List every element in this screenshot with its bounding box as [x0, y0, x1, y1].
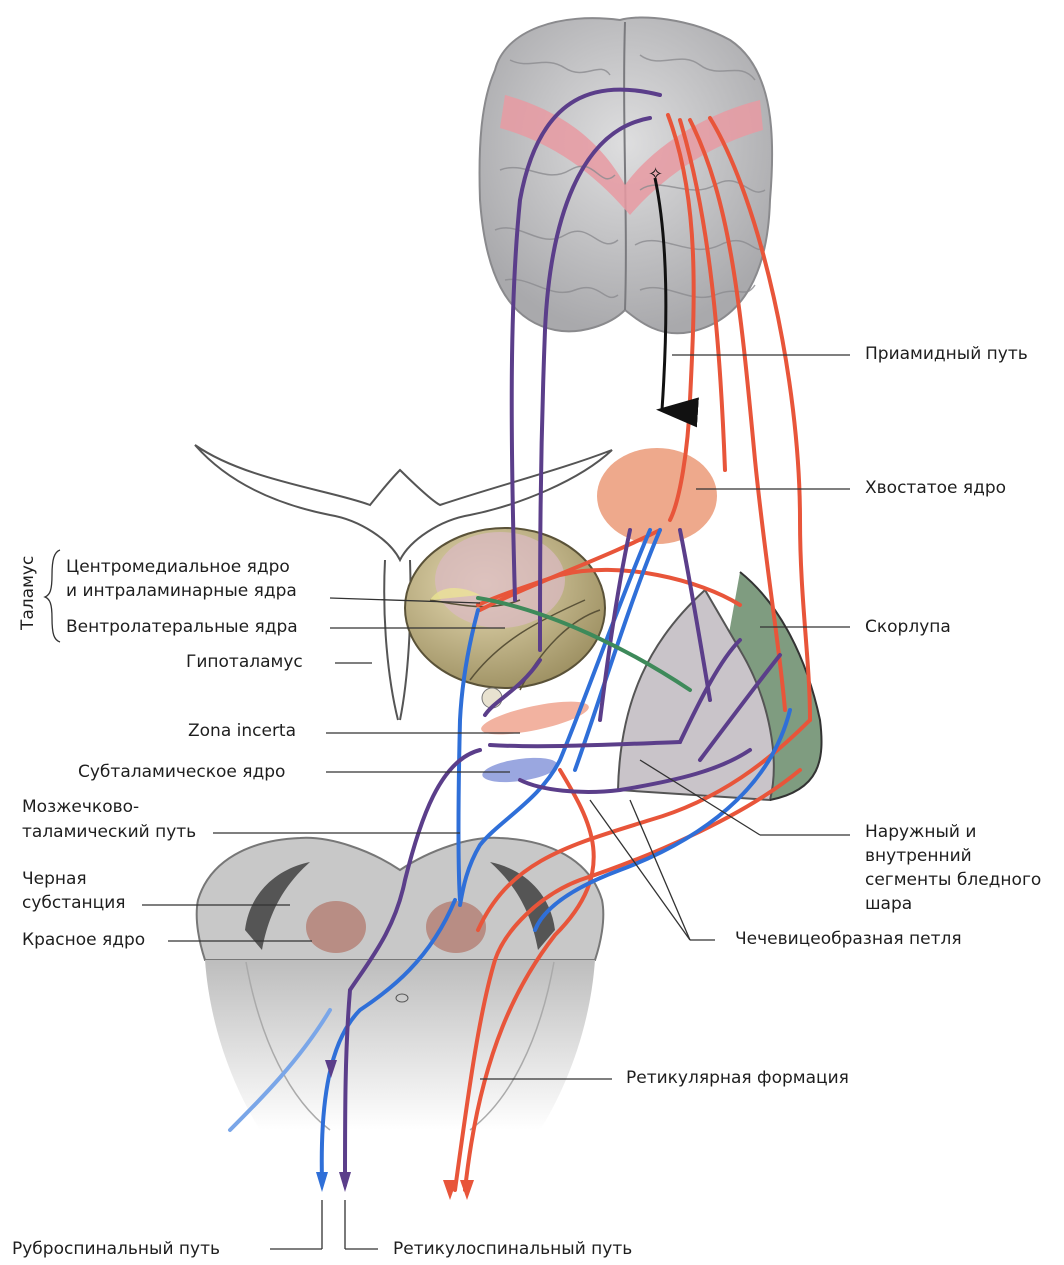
label-globus-pallidus-3: сегменты бледного: [865, 869, 1041, 891]
label-globus-pallidus-2: внутренний: [865, 845, 972, 867]
label-cerebellothalamic-1: Мозжечково-: [22, 796, 139, 818]
label-cerebellothalamic-2: таламический путь: [22, 821, 196, 843]
label-putamen: Скорлупа: [865, 616, 951, 638]
label-pyramidal-tract: Приамидный путь: [865, 343, 1028, 365]
red-nucleus-left: [306, 901, 366, 953]
label-reticular-formation: Ретикулярная формация: [626, 1067, 849, 1089]
label-zona-incerta: Zona incerta: [188, 720, 296, 742]
red-nucleus-right: [426, 901, 486, 953]
label-ventrolateral: Вентролатеральные ядра: [66, 616, 298, 638]
brain: [480, 17, 773, 333]
label-globus-pallidus-4: шара: [865, 893, 912, 915]
label-thalamus: Таламус: [17, 556, 39, 630]
label-caudate-nucleus: Хвостатое ядро: [865, 477, 1006, 499]
label-hypothalamus: Гипоталамус: [186, 651, 303, 673]
label-globus-pallidus-1: Наружный и: [865, 821, 976, 843]
svg-text:✧: ✧: [648, 164, 663, 185]
label-substantia-nigra-2: субстанция: [22, 892, 126, 914]
label-red-nucleus: Красное ядро: [22, 929, 145, 951]
label-ansa-lenticularis: Чечевицеобразная петля: [735, 928, 962, 950]
label-centromedian-1: Центромедиальное ядро: [66, 556, 290, 578]
thalamus: [405, 528, 605, 708]
label-reticulospinal: Ретикулоспинальный путь: [393, 1238, 632, 1260]
label-substantia-nigra-1: Черная: [22, 868, 87, 890]
midbrain: [197, 838, 604, 1130]
label-subthalamic: Субталамическое ядро: [78, 761, 285, 783]
label-centromedian-2: и интраламинарные ядра: [66, 580, 297, 602]
label-rubrospinal: Руброспинальный путь: [12, 1238, 220, 1260]
